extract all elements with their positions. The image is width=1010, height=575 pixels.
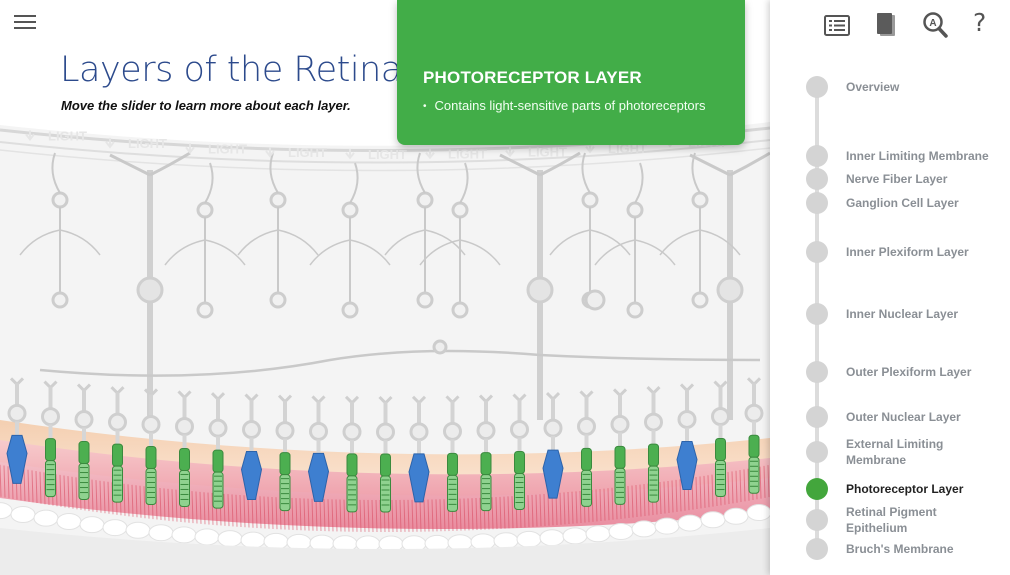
layer-info-bullet: •Contains light-sensitive parts of photo…: [423, 98, 706, 113]
layer-info-bullet-text: Contains light-sensitive parts of photor…: [434, 98, 706, 113]
slider-label-12[interactable]: Bruch's Membrane: [846, 542, 954, 556]
slider-node-4[interactable]: [806, 192, 828, 214]
slider-label-6[interactable]: Inner Nuclear Layer: [846, 307, 959, 321]
light-label: LIGHT: [368, 147, 407, 162]
slider-label-4[interactable]: Ganglion Cell Layer: [846, 196, 959, 210]
layer-info-bullets: •Contains light-sensitive parts of photo…: [423, 98, 745, 113]
slider-node-12[interactable]: [806, 538, 828, 560]
light-label: LIGHT: [288, 145, 327, 160]
slider-node-2[interactable]: [806, 145, 828, 167]
slider-label-9[interactable]: External Limiting Membrane: [846, 437, 944, 467]
light-label: LIGHT: [528, 145, 567, 160]
notebook-icon[interactable]: [871, 10, 901, 40]
light-label: LIGHT: [128, 136, 167, 151]
slider-label-5[interactable]: Inner Plexiform Layer: [846, 245, 969, 259]
layer-info-card: PHOTORECEPTOR LAYER •Contains light-sens…: [397, 0, 745, 145]
svg-text:A: A: [929, 18, 936, 29]
slider-node-9[interactable]: [806, 441, 828, 463]
slider-label-11[interactable]: Retinal Pigment Epithelium: [846, 505, 937, 535]
slider-node-3[interactable]: [806, 168, 828, 190]
slider-node-7[interactable]: [806, 361, 828, 383]
light-label: LIGHT: [448, 147, 487, 162]
slider-node-8[interactable]: [806, 406, 828, 428]
slider-label-8[interactable]: Outer Nuclear Layer: [846, 410, 961, 424]
slider-node-1[interactable]: [806, 76, 828, 98]
slider-label-7[interactable]: Outer Plexiform Layer: [846, 365, 972, 379]
slider-label-10[interactable]: Photoreceptor Layer: [846, 482, 964, 496]
page-title: Layers of the Retina: [60, 50, 402, 90]
slider-label-3[interactable]: Nerve Fiber Layer: [846, 172, 948, 186]
hamburger-menu-icon[interactable]: [12, 12, 38, 36]
search-icon[interactable]: A: [920, 10, 950, 40]
list-icon[interactable]: [822, 10, 852, 40]
slider-label-1[interactable]: Overview: [846, 80, 900, 94]
slider-node-6[interactable]: [806, 303, 828, 325]
help-icon[interactable]: ?: [973, 8, 987, 37]
slider-label-2[interactable]: Inner Limiting Membrane: [846, 149, 989, 163]
slider-node-10[interactable]: [806, 478, 828, 500]
page-subtitle: Move the slider to learn more about each…: [61, 98, 351, 113]
slider-node-5[interactable]: [806, 241, 828, 263]
light-label: LIGHT: [208, 141, 247, 156]
light-label: LIGHT: [48, 128, 87, 143]
slider-node-11[interactable]: [806, 509, 828, 531]
layer-info-heading: PHOTORECEPTOR LAYER: [423, 68, 642, 87]
